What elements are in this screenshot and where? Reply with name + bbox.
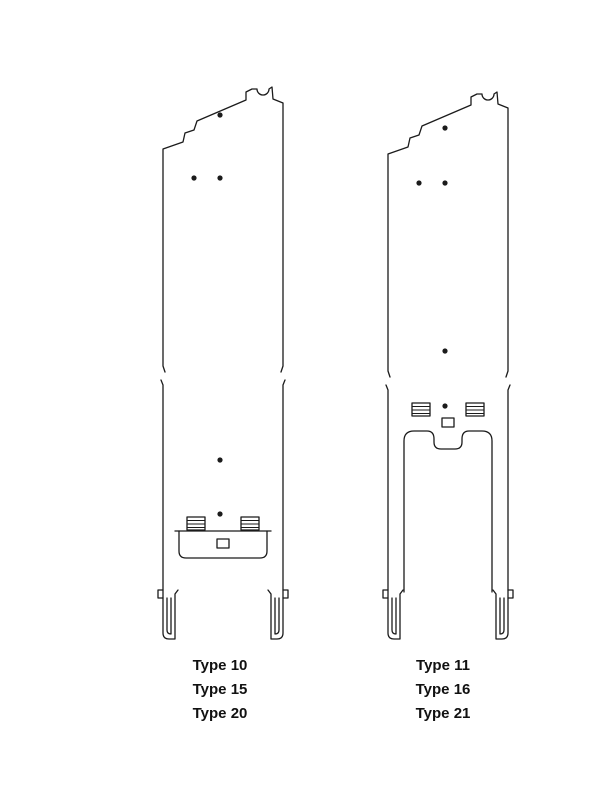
- weld-pad-left: [186, 516, 206, 531]
- panel-upper-outline: [387, 91, 509, 378]
- bracket-u-channel: [178, 530, 268, 559]
- type-labels-right: Type 11 Type 16 Type 21: [378, 654, 508, 726]
- radiator-profile-left: [157, 86, 289, 640]
- type-label: Type 16: [415, 681, 471, 698]
- type-label: Type 11: [416, 657, 470, 674]
- panel-upper-outline: [162, 86, 284, 373]
- bracket-and-legs: [403, 430, 493, 593]
- left-foot-slot: [391, 597, 397, 635]
- type-labels-left: Type 10 Type 15 Type 20: [155, 654, 285, 726]
- mounting-hole: [217, 175, 223, 181]
- mounting-hole: [442, 403, 448, 409]
- weld-pad-left: [411, 402, 431, 417]
- right-foot-slot: [499, 597, 505, 635]
- bracket-slot-hole: [216, 538, 230, 549]
- radiator-profile-right: [382, 91, 514, 640]
- type-label: Type 10: [192, 657, 248, 674]
- panel-lower-right-edge: [267, 379, 286, 640]
- mounting-hole: [442, 180, 448, 186]
- panel-lower-left-edge: [160, 379, 179, 640]
- mounting-hole: [416, 180, 422, 186]
- mounting-hole: [442, 348, 448, 354]
- mounting-hole: [442, 125, 448, 131]
- panel-lower-right-edge: [492, 384, 511, 640]
- bracket-slot-hole: [441, 417, 455, 428]
- panel-lower-left-edge: [385, 384, 404, 640]
- mounting-hole: [217, 457, 223, 463]
- type-label: Type 21: [415, 705, 471, 722]
- right-foot-tab: [282, 589, 289, 599]
- left-foot-tab: [157, 589, 164, 599]
- left-foot-tab: [382, 589, 389, 599]
- mounting-hole: [217, 511, 223, 517]
- weld-pad-right: [465, 402, 485, 417]
- mounting-hole: [191, 175, 197, 181]
- left-foot-slot: [166, 597, 172, 635]
- type-label: Type 20: [192, 705, 248, 722]
- right-foot-tab: [507, 589, 514, 599]
- type-label: Type 15: [192, 681, 248, 698]
- mounting-hole: [217, 112, 223, 118]
- weld-pad-right: [240, 516, 260, 531]
- right-foot-slot: [274, 597, 280, 635]
